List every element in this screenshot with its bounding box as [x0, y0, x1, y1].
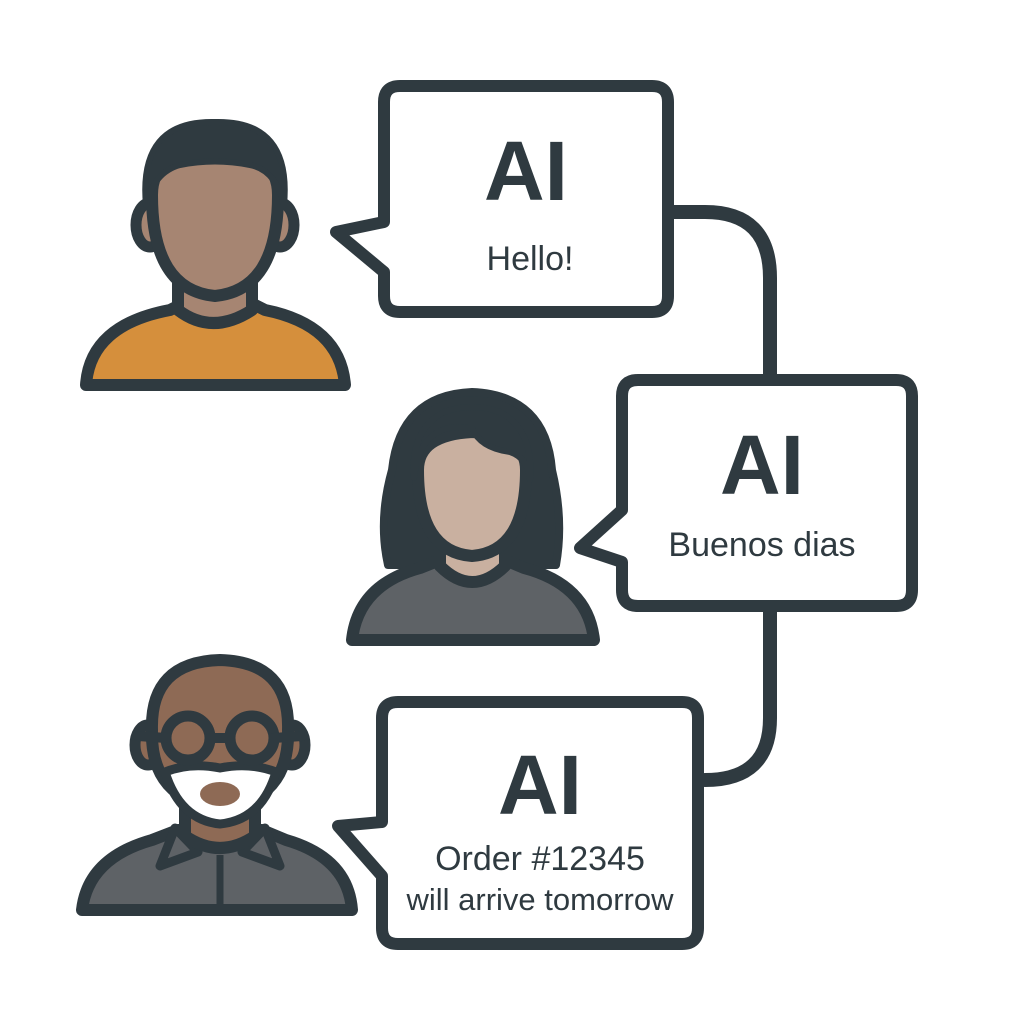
man-avatar-icon	[80, 118, 351, 391]
bubble-2-badge: AI	[720, 418, 804, 512]
speech-bubble-2: AI Buenos dias	[574, 374, 918, 612]
bubble-3-badge: AI	[498, 738, 582, 832]
connector-line	[663, 205, 777, 787]
bubble-1-badge: AI	[484, 124, 568, 218]
bubble-1-message: Hello!	[487, 240, 574, 278]
speech-bubble-3: AI Order #12345 will arrive tomorrow	[332, 696, 704, 950]
bubble-3-message-line-2: will arrive tomorrow	[406, 882, 675, 917]
bubble-2-message: Buenos dias	[668, 526, 855, 564]
speech-bubble-1: AI Hello!	[330, 80, 674, 318]
woman-avatar-icon	[346, 388, 600, 646]
bubble-3-message-line-1: Order #12345	[435, 840, 645, 878]
bald-man-glasses-avatar-icon	[76, 653, 358, 916]
